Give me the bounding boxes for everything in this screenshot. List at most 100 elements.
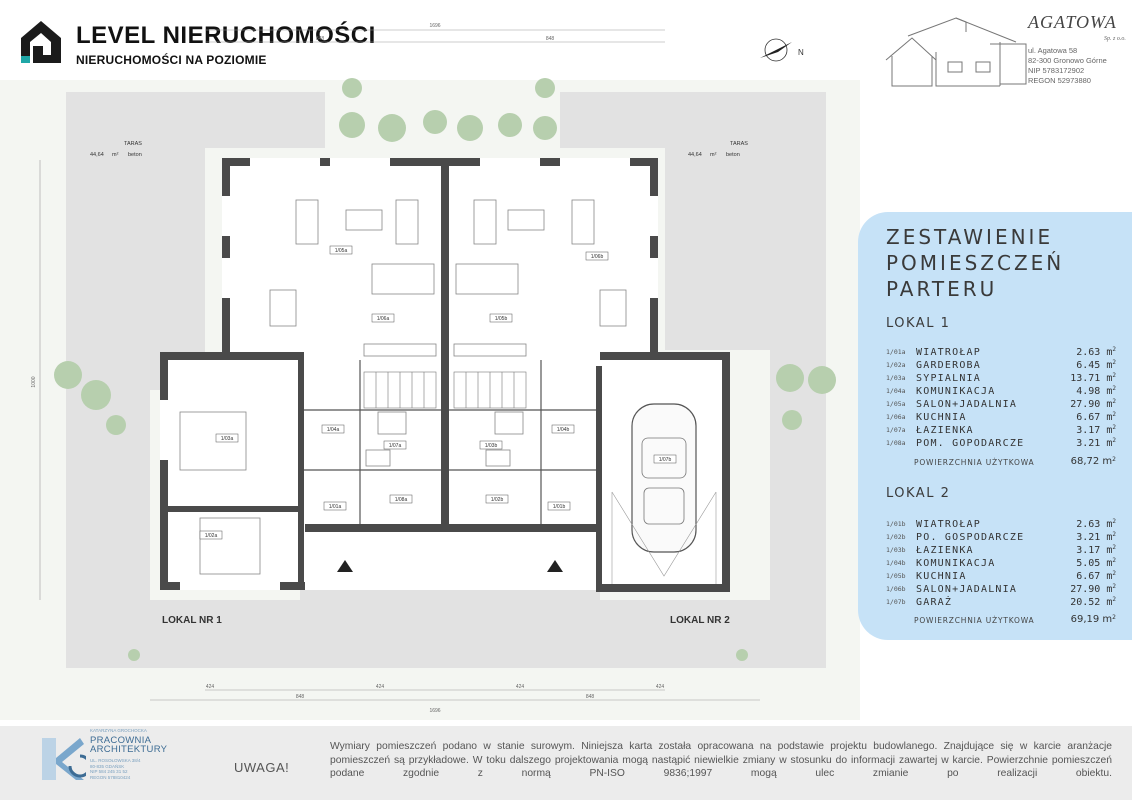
floor-plan: 1696 848 848 424 424 424 424 848 848 169…: [0, 23, 860, 720]
svg-text:1/02b: 1/02b: [491, 497, 504, 503]
dim-bottom-b: 848: [586, 694, 595, 700]
developer-address-line: 82-300 Gronowo Górne: [1028, 56, 1107, 65]
room-code: 1/04b: [886, 559, 906, 567]
architect-logo: KATARZYNA GROCHOCKA PRACOWNIA ARCHITEKTU…: [40, 726, 170, 798]
dim-top-total: 1696: [429, 23, 440, 29]
architect-owner: KATARZYNA GROCHOCKA: [90, 728, 147, 733]
room-name: SALON+JADALNIA: [916, 399, 1018, 410]
room-name: SYPIALNIA: [916, 373, 981, 384]
room-name: ŁAZIENKA: [916, 425, 974, 436]
room-tag: 1/05b: [489, 313, 513, 323]
entrance-arrow-icon: [547, 560, 563, 572]
terrace-name: TARAS: [124, 141, 142, 147]
svg-text:1/06a: 1/06a: [377, 316, 390, 322]
partitions: [304, 360, 596, 524]
room-code: 1/05b: [886, 572, 906, 580]
total-value: 69,19 m2: [1070, 614, 1116, 625]
room-code: 1/07a: [886, 426, 906, 434]
lokal-2-heading: LOKAL 2: [886, 486, 951, 501]
developer-address-line: ul. Agatowa 58: [1028, 46, 1078, 55]
room-tag: 1/07a: [383, 440, 407, 450]
architect-name: PRACOWNIA ARCHITEKTURY: [90, 735, 168, 755]
driveway-lines: [611, 491, 717, 584]
room-name: KOMUNIKACJA: [916, 558, 996, 569]
room-name: GARAŻ: [916, 597, 953, 608]
dim-left: 1000: [31, 376, 37, 387]
room-code: 1/03a: [886, 374, 906, 382]
room-row: 1/07b GARAŻ 20.52 m2: [886, 596, 1116, 609]
house-outline-icon: [21, 21, 61, 63]
developer-address: ul. Agatowa 58 82-300 Gronowo Górne NIP …: [1028, 46, 1107, 86]
svg-text:1/03b: 1/03b: [485, 443, 498, 449]
furniture: [179, 199, 627, 575]
terrace-unit: m²: [710, 152, 717, 158]
svg-text:1/08a: 1/08a: [395, 497, 408, 503]
dim-bottom-part: 424: [656, 684, 665, 690]
room-code: 1/06b: [886, 585, 906, 593]
room-tag: 1/04a: [321, 424, 345, 434]
room-area: 6.67 m2: [1076, 411, 1116, 423]
compass-letter: N: [798, 48, 804, 57]
room-name: POM. GOPODARCZE: [916, 438, 1025, 449]
trees: [54, 78, 836, 661]
developer-suffix: Sp. z o.o.: [1104, 36, 1126, 42]
room-area: 20.52 m2: [1070, 596, 1116, 608]
room-code: 1/03b: [886, 546, 906, 554]
compass-icon: N: [760, 38, 804, 62]
room-area: 13.71 m2: [1070, 372, 1116, 384]
room-area: 3.21 m2: [1076, 531, 1116, 543]
architect-mark-icon: [42, 738, 86, 780]
lokal-1-label: LOKAL NR 1: [162, 615, 222, 626]
room-tag: 1/08a: [389, 494, 413, 504]
room-name: PO. GOSPODARCZE: [916, 532, 1025, 543]
room-area: 3.17 m2: [1076, 544, 1116, 556]
room-row: 1/02b PO. GOSPODARCZE 3.21 m2: [886, 531, 1116, 544]
room-tag: 1/03b: [479, 440, 503, 450]
dim-top-b: 848: [546, 36, 555, 42]
summary-title-line: POMIESZCZEŃ: [886, 251, 1065, 275]
room-area: 3.21 m2: [1076, 437, 1116, 449]
svg-text:1/04b: 1/04b: [557, 427, 570, 433]
room-area: 4.98 m2: [1076, 385, 1116, 397]
car-icon: [631, 403, 697, 553]
room-name: GARDEROBA: [916, 360, 981, 371]
developer-address-line: REGON 52973880: [1028, 76, 1091, 85]
room-code: 1/06a: [886, 413, 906, 421]
room-row: 1/03a SYPIALNIA 13.71 m2: [886, 372, 1116, 385]
room-area: 27.90 m2: [1070, 583, 1116, 595]
footer: KATARZYNA GROCHOCKA PRACOWNIA ARCHITEKTU…: [0, 726, 1132, 800]
dim-bottom-part: 424: [516, 684, 525, 690]
room-code: 1/07b: [886, 598, 906, 606]
terrace-material: beton: [726, 152, 740, 158]
lokal-2-label: LOKAL NR 2: [670, 615, 730, 626]
terrace-left-label: TARAS 44,64 m² beton: [90, 141, 142, 158]
terrace-area: 44,64: [688, 152, 702, 158]
total-label: POWIERZCHNIA UŻYTKOWA: [914, 458, 1035, 467]
room-code: 1/08a: [886, 439, 906, 447]
terrace-area: 44,64: [90, 152, 104, 158]
lokal-2-total: POWIERZCHNIA UŻYTKOWA 69,19 m2: [914, 614, 1116, 627]
room-area: 2.63 m2: [1076, 346, 1116, 358]
total-value: 68,72 m2: [1070, 456, 1116, 467]
room-code: 1/02b: [886, 533, 906, 541]
room-name: KUCHNIA: [916, 412, 967, 423]
svg-text:1/04a: 1/04a: [327, 427, 340, 433]
room-name: WIATROŁAP: [916, 519, 981, 530]
dim-top-a: 848: [316, 36, 325, 42]
svg-text:1/07a: 1/07a: [389, 443, 402, 449]
warning-label: UWAGA!: [234, 760, 290, 775]
terrace-material: beton: [128, 152, 142, 158]
terrace-name: TARAS: [730, 141, 748, 147]
room-tag: 1/01b: [547, 501, 571, 511]
svg-text:1/03a: 1/03a: [221, 436, 234, 442]
dim-bottom-part: 424: [206, 684, 215, 690]
developer-name: AGATOWA: [1028, 12, 1117, 32]
